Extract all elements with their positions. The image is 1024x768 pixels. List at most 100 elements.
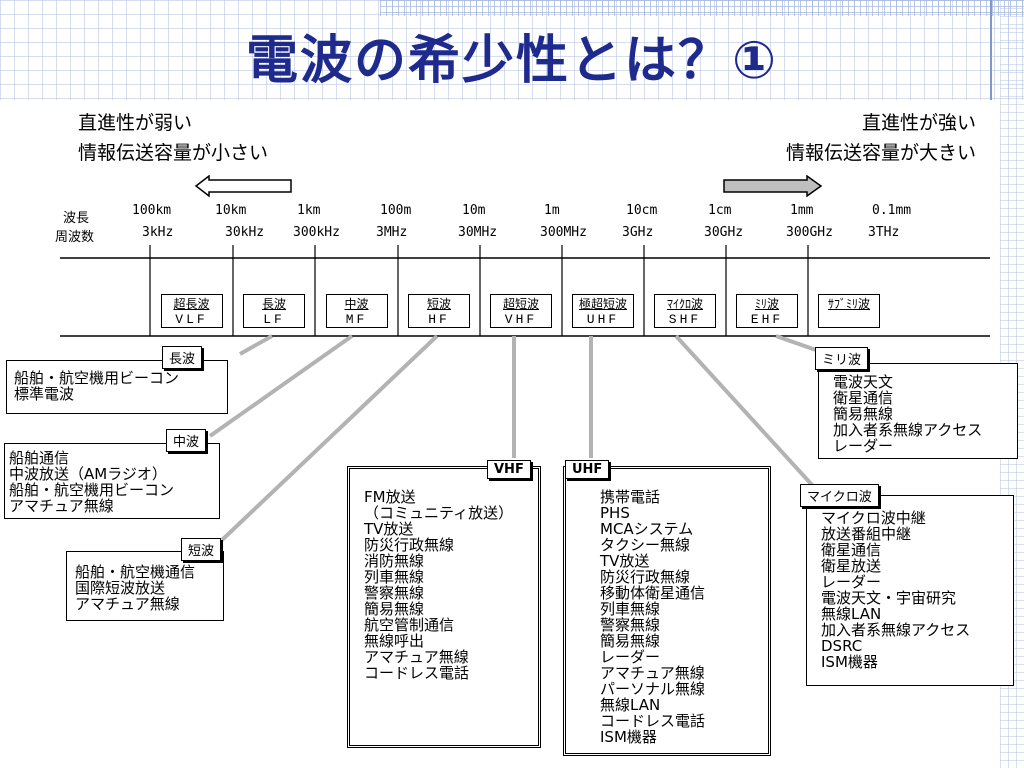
ehf-use-item: 衛星通信: [833, 389, 894, 407]
left-hint-line: 情報伝送容量が小さい: [78, 142, 269, 164]
wavelength-tick-label: 0.1mm: [872, 203, 912, 218]
band-abbreviation: LF: [263, 312, 285, 327]
wavelength-tick-label: 10m: [462, 203, 486, 218]
vhf-use-item: 警察無線: [364, 584, 425, 602]
lf-uses-box: 船舶・航空機用ビーコン 標準電波: [6, 360, 228, 414]
wavelength-tick-label: 10cm: [626, 203, 658, 218]
lf-use-item: 船舶・航空機用ビーコン: [14, 369, 180, 387]
uhf-use-item: PHS: [600, 504, 630, 522]
frequency-axis-label: 周波数: [55, 230, 95, 245]
band-box: ｻﾌﾞﾐﾘ波: [818, 294, 880, 328]
hf-use-item: 国際短波放送: [75, 579, 166, 597]
band-abbreviation: VHF: [504, 312, 538, 327]
mf-use-item: 中波放送（AMラジオ）: [9, 465, 167, 483]
uhf-use-item: TV放送: [600, 552, 650, 570]
band-abbreviation: UHF: [586, 312, 620, 327]
vhf-use-item: アマチュア無線: [364, 648, 469, 666]
shf-use-item: 衛星放送: [821, 557, 882, 575]
band-jp-name: 極超短波: [578, 297, 627, 311]
ehf-uses-label: ミリ波: [815, 347, 869, 370]
band-abbreviation: VLF: [175, 312, 208, 327]
ehf-use-item: レーダー: [833, 437, 894, 455]
uhf-use-item: 列車無線: [600, 600, 661, 618]
shf-uses-label: マイクロ波: [800, 484, 879, 507]
ehf-use-item: 簡易無線: [833, 405, 894, 423]
uhf-use-item: コードレス電話: [600, 712, 706, 730]
uhf-use-item: 警察無線: [600, 616, 661, 634]
right-hint: 直進性が強い 情報伝送容量が大きい: [736, 108, 976, 168]
uhf-use-item: ISM機器: [600, 728, 657, 746]
uhf-use-item: 移動体衛星通信: [600, 584, 706, 602]
uhf-use-item: 無線LAN: [600, 696, 661, 714]
mf-use-item: 船舶通信: [9, 449, 70, 467]
ehf-use-item: 加入者系無線アクセス: [833, 421, 983, 439]
mf-uses-label: 中波: [166, 429, 207, 452]
wavelength-tick-label: 10km: [215, 203, 247, 218]
vhf-uses-label: VHF: [487, 460, 531, 479]
lf-use-item: 標準電波: [14, 385, 75, 403]
frequency-tick-label: 300kHz: [293, 225, 340, 240]
ehf-use-item: 電波天文: [833, 373, 894, 391]
band-jp-name: 超長波: [173, 297, 210, 311]
uhf-uses-box: 携帯電話 PHS MCAシステム タクシー無線 TV放送 防災行政無線 移動体衛…: [563, 466, 771, 756]
hf-uses-label: 短波: [181, 538, 222, 561]
accent-rule: [990, 0, 992, 100]
uhf-use-item: 携帯電話: [600, 488, 661, 506]
band-abbreviation: SHF: [668, 312, 702, 327]
uhf-use-item: レーダー: [600, 648, 661, 666]
header-pattern: [380, 0, 1024, 16]
wavelength-tick-label: 1m: [544, 203, 560, 218]
band-jp-name: 短波: [426, 297, 451, 311]
frequency-tick-label: 30MHz: [458, 225, 498, 240]
shf-use-item: DSRC: [821, 637, 863, 655]
shf-use-item: 電波天文・宇宙研究: [821, 589, 957, 607]
band-abbreviation: MF: [345, 312, 368, 327]
wavelength-axis-label: 波長: [63, 211, 90, 226]
band-jp-name: ﾐﾘ波: [754, 297, 779, 311]
band-abbreviation: EHF: [750, 312, 784, 327]
vhf-uses-box: FM放送 （コミュニティ放送） TV放送 防災行政無線 消防無線 列車無線 警察…: [347, 466, 541, 748]
shf-use-item: 放送番組中継: [821, 525, 912, 543]
shf-use-item: マイクロ波中継: [821, 509, 926, 527]
vhf-use-item: TV放送: [364, 520, 414, 538]
vhf-use-item: 列車無線: [364, 568, 425, 586]
vhf-use-item: 防災行政無線: [364, 536, 455, 554]
left-arrow-icon: [195, 175, 292, 197]
uhf-use-item: アマチュア無線: [600, 664, 705, 682]
wavelength-tick-label: 1cm: [708, 203, 732, 218]
band-jp-name: ｻﾌﾞﾐﾘ波: [827, 297, 870, 311]
frequency-tick-label: 300MHz: [540, 225, 587, 240]
frequency-tick-label: 3THz: [868, 225, 900, 240]
vhf-use-item: FM放送: [364, 488, 416, 506]
grid-background: [0, 0, 1024, 100]
ehf-uses-box: 電波天文 衛星通信 簡易無線 加入者系無線アクセス レーダー: [818, 363, 1018, 459]
uhf-use-item: パーソナル無線: [600, 680, 706, 698]
hf-use-item: 船舶・航空機通信: [75, 563, 196, 581]
hf-uses-box: 船舶・航空機通信 国際短波放送 アマチュア無線: [66, 551, 224, 621]
wavelength-tick-label: 1km: [297, 203, 321, 218]
vhf-use-item: （コミュニティ放送）: [364, 504, 514, 522]
band-jp-name: 中波: [344, 297, 369, 311]
shf-uses-box: マイクロ波中継 放送番組中継 衛星通信 衛星放送 レーダー 電波天文・宇宙研究 …: [806, 495, 1014, 686]
vhf-use-item: コードレス電話: [364, 664, 470, 682]
vhf-use-item: 航空管制通信: [364, 616, 455, 634]
shf-use-item: 衛星通信: [821, 541, 882, 559]
band-abbreviation: HF: [428, 312, 450, 327]
wavelength-tick-label: 100km: [132, 203, 172, 218]
right-hint-line: 直進性が強い: [861, 112, 976, 134]
right-hint-line: 情報伝送容量が大きい: [785, 142, 976, 164]
shf-use-item: レーダー: [821, 573, 882, 591]
band-jp-name: 超短波: [502, 297, 539, 311]
uhf-use-item: MCAシステム: [600, 520, 694, 538]
uhf-use-item: タクシー無線: [600, 536, 691, 554]
wavelength-tick-label: 1mm: [790, 203, 814, 218]
band-jp-name: 長波: [261, 297, 286, 311]
vhf-use-item: 消防無線: [364, 552, 425, 570]
mf-uses-box: 船舶通信 中波放送（AMラジオ） 船舶・航空機用ビーコン アマチュア無線: [4, 443, 220, 519]
